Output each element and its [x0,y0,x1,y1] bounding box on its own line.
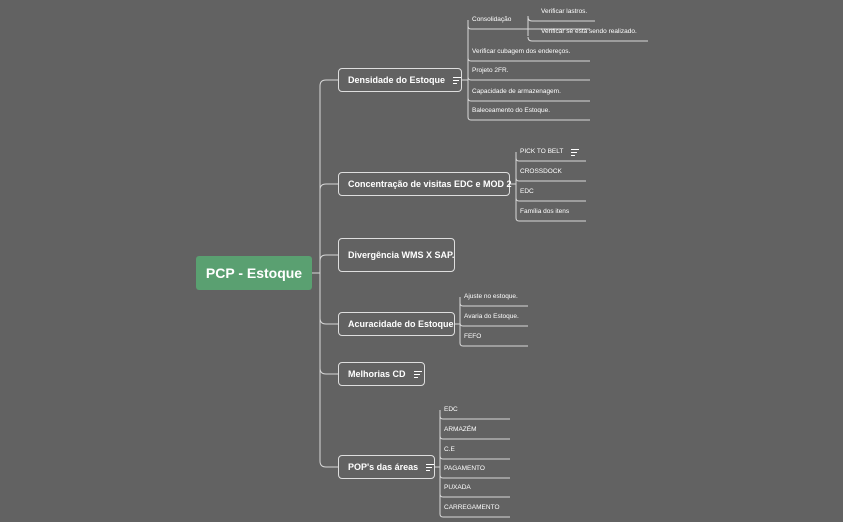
leaf-label: Baleceamento do Estoque. [472,107,551,114]
leaf-label: EDC [520,188,534,195]
leaf-label: CROSSDOCK [520,168,562,175]
leaf-node[interactable]: EDC [520,188,534,196]
leaf-underline [467,97,590,102]
leaf-label: Avaria do Estoque. [464,313,519,320]
leaf-label: FEFO [464,333,482,340]
leaf-underline [467,25,590,30]
leaf-underline [459,322,528,327]
leaf-underline [439,435,510,440]
leaf-label: Projeto 2FR. [472,67,509,74]
leaf-node[interactable]: Verificar cubagem dos endereços. [472,48,570,56]
sub-underline [527,16,595,22]
leaf-label: Verificar cubagem dos endereços. [472,48,571,55]
leaf-node[interactable]: Consolidação [472,16,511,24]
branch-label: Melhorias CD [348,369,406,379]
leaf-node[interactable]: ARMAZÉM [444,426,477,434]
leaf-node[interactable]: CARREGAMENTO [444,504,500,512]
branch-connector [319,317,338,325]
leaf-node[interactable]: EDC [444,406,458,414]
leaf-label: Consolidação [472,16,512,23]
branch-connector [319,79,338,87]
leaf-underline [467,116,590,121]
notes-icon [571,148,580,156]
branch-node[interactable]: Divergência WMS X SAP. [338,238,455,272]
notes-icon [453,76,462,84]
branch-label: Densidade do Estoque [348,75,446,85]
branch-label: Concentração de visitas EDC e MOD 2 [348,179,512,189]
leaf-node[interactable]: Projeto 2FR. [472,67,509,75]
notes-icon [426,463,435,471]
leaf-label: ARMAZÉM [444,426,477,433]
leaf-underline [515,177,586,182]
leaf-node[interactable]: FEFO [464,333,481,341]
leaf-label: C.E [444,446,455,453]
sub-leaf-node[interactable]: Verificar lastros. [541,8,588,15]
leaf-node[interactable]: PAGAMENTO [444,465,485,473]
leaf-underline [439,493,510,498]
leaf-label: PAGAMENTO [444,465,485,472]
leaf-underline [459,302,528,307]
leaf-underline [439,455,510,460]
branch-label: Divergência WMS X SAP. [348,250,455,260]
branch-connector [319,254,338,262]
leaf-label: CARREGAMENTO [444,504,500,511]
branch-node[interactable]: Densidade do Estoque [338,68,462,92]
leaf-underline [439,415,510,420]
leaf-underline [459,342,528,347]
sub-underline [527,36,648,42]
branch-node[interactable]: POP's das áreas [338,455,435,479]
leaf-underline [439,474,510,479]
leaf-underline [467,76,590,81]
leaf-label: PICK TO BELT [520,148,564,155]
leaf-underline [467,57,590,62]
branch-label: POP's das áreas [348,462,419,472]
leaf-node[interactable]: Baleceamento do Estoque. [472,107,550,115]
leaf-underline [515,157,586,162]
leaf-label: EDC [444,406,458,413]
leaf-label: Ajuste no estoque. [464,293,518,300]
branch-node[interactable]: Concentração de visitas EDC e MOD 2 [338,172,512,196]
leaf-node[interactable]: CROSSDOCK [520,168,562,176]
leaf-node[interactable]: PUXADA [444,484,471,492]
leaf-node[interactable]: C.E [444,446,455,454]
leaf-underline [515,217,586,222]
leaf-label: Família dos itens [520,208,570,215]
branch-connector [319,367,338,375]
leaf-node[interactable]: Ajuste no estoque. [464,293,518,301]
leaf-underline [515,197,586,202]
branch-node[interactable]: Melhorias CD [338,362,425,386]
root-node[interactable]: PCP - Estoque [196,256,312,290]
leaf-node[interactable]: Capacidade de armazenagem. [472,88,561,96]
leaf-node[interactable]: PICK TO BELT [520,148,580,156]
branch-label: Acuracidade do Estoque [348,319,454,329]
branch-connector [319,183,338,191]
branch-connector [319,460,338,468]
sub-leaf-node[interactable]: Verificar se está sendo realizado. [541,28,637,35]
leaf-label: Capacidade de armazenagem. [472,88,561,95]
leaf-underline [439,513,510,518]
branch-node[interactable]: Acuracidade do Estoque [338,312,455,336]
leaf-node[interactable]: Família dos itens [520,208,569,216]
notes-icon [413,370,422,378]
leaf-label: PUXADA [444,484,471,491]
leaf-node[interactable]: Avaria do Estoque. [464,313,519,321]
